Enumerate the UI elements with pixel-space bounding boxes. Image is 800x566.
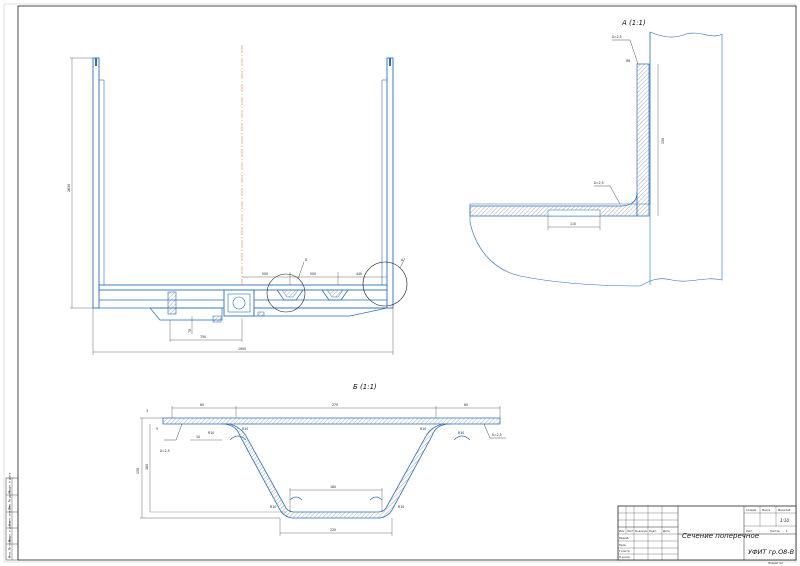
view-b: Б (1:1) 65 270 65 180 220 150 — [136, 383, 506, 536]
main-section: Б А 2630 1900 750 70 500 500 440 — [67, 45, 408, 355]
view-b-r6: R10 — [398, 505, 404, 509]
view-b-dim-top-mid: 270 — [332, 403, 338, 407]
dim-750: 750 — [200, 335, 206, 339]
dim-width: 1900 — [238, 347, 246, 351]
tb-sheet: Лист — [746, 529, 753, 533]
callout-circle-a — [362, 261, 408, 307]
tb-stage-hdr: Стадия — [746, 508, 756, 512]
side-strip: Инв. № подл. Подп. и дата Взам. инв. № И… — [5, 472, 19, 561]
side-cell-4: Инв. № дубл. — [8, 489, 12, 510]
view-a-weld-bottom: δ=2,5 — [594, 181, 604, 185]
view-b-r2: R10 — [242, 427, 248, 431]
dim-500b: 500 — [310, 272, 316, 276]
title-block: Изм Лист № докум. Подп. Дата Разраб. Про… — [617, 505, 797, 565]
tb-col-izm: Изм — [619, 529, 624, 533]
tb-scale: 1:10 — [780, 518, 789, 523]
dim-height: 2630 — [67, 184, 71, 192]
view-b-weld-right: δ=2,5 — [492, 433, 502, 437]
right-wall — [386, 57, 394, 309]
tb-scale-hdr: Масштаб — [778, 508, 791, 512]
view-b-dim-t2: 5 — [156, 427, 158, 431]
tb-col-doc: № докум. — [635, 530, 648, 533]
dim-500a: 500 — [262, 272, 268, 276]
dim-440: 440 — [356, 272, 362, 276]
floor-rib-2 — [321, 289, 349, 301]
view-b-dim-t1: 3 — [146, 409, 148, 413]
view-a: А (1:1) δ=2,5 R6 δ=2,5 150 110 — [469, 19, 723, 287]
view-b-weld-left: δ=2,5 — [160, 449, 170, 453]
tb-col-sign: Подп. — [649, 529, 657, 533]
view-a-dim-horizontal: 110 — [570, 222, 576, 226]
trapezoid-profile — [221, 423, 451, 519]
tb-format: Формат А4 — [768, 561, 783, 565]
tb-sheets: Листов — [770, 529, 780, 533]
left-wall — [92, 57, 100, 309]
callout-b-label: Б — [305, 258, 307, 262]
tb-mass-hdr: Масса — [762, 508, 771, 512]
tb-sheets-value: 1 — [786, 529, 788, 533]
tb-org: УФИТ гр.О8-В — [748, 548, 795, 556]
dim-70: 70 — [188, 329, 192, 333]
view-b-r1: R10 — [208, 431, 214, 435]
box-beam — [223, 289, 255, 317]
view-b-dim-top-right: 65 — [464, 403, 468, 407]
view-b-dim-10: 10 — [196, 435, 200, 439]
tb-row-ncontr: Н.контр. — [619, 555, 631, 559]
view-b-dim-inner-bottom: 180 — [330, 485, 336, 489]
view-a-dim-vertical: 150 — [661, 138, 665, 144]
callout-a-label: А — [401, 258, 404, 262]
sheet-outer-border — [3, 3, 797, 563]
view-a-r: R6 — [626, 59, 630, 63]
floor-plate — [98, 284, 388, 291]
view-b-dim-h1: 150 — [136, 468, 140, 474]
side-cell-2: Подп. и дата — [8, 521, 12, 542]
tb-row-tcontr: Т.контр. — [619, 549, 630, 553]
view-b-dim-bottom: 220 — [330, 528, 336, 532]
view-a-label: А (1:1) — [621, 19, 646, 27]
sheet-inner-frame — [17, 5, 797, 561]
view-b-r3: R10 — [420, 427, 426, 431]
view-b-dim-top-left: 65 — [200, 403, 204, 407]
tb-col-date: Дата — [663, 529, 670, 533]
view-a-weld-top: δ=2,5 — [612, 35, 622, 39]
view-b-r4: R10 — [458, 431, 464, 435]
side-cell-5: Подп. и дата — [8, 472, 12, 493]
tb-row-dev: Разраб. — [619, 536, 629, 540]
tb-title: Сечение поперечное — [682, 532, 759, 540]
view-b-r5: R10 — [270, 505, 276, 509]
tb-col-list: Лист — [627, 529, 634, 533]
tb-row-check: Пров. — [619, 543, 627, 547]
callout-circle-b — [266, 273, 306, 313]
view-b-label: Б (1:1) — [353, 383, 377, 391]
side-cell-3: Взам. инв. № — [8, 506, 12, 526]
floor-rib-1 — [276, 289, 304, 301]
side-cell-1: Инв. № подл. — [8, 537, 12, 558]
view-b-dim-h2: 160 — [145, 464, 149, 470]
